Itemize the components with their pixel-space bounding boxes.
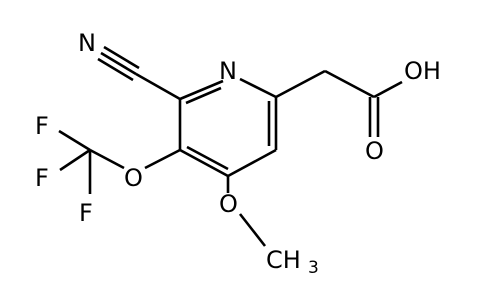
bond-cf3-f-top: [58, 129, 91, 152]
atom-o-carbonyl: O: [365, 137, 384, 165]
bond-c3-o: [144, 148, 181, 170]
atom-f-mid: F: [35, 164, 49, 192]
bond-c6-n: [239, 77, 277, 99]
atom-oh: OH: [404, 57, 441, 85]
atom-o-ether: O: [124, 164, 143, 192]
atom-n-ring: N: [219, 57, 237, 85]
bond-c3-c4: [179, 148, 229, 178]
bond-cf3-f-mid: [59, 148, 91, 172]
atom-f-bottom: F: [79, 199, 93, 227]
bond-cn-triple-2: [103, 45, 140, 70]
bond-c4-c5: [227, 148, 277, 178]
bond-c2-cn: [135, 72, 181, 101]
bond-o-cf3: [89, 148, 125, 170]
atom-n-nitrile: N: [78, 29, 96, 57]
bond-cn-triple-1: [100, 51, 137, 76]
bond-n-c2-double: [185, 86, 222, 105]
bond-c6-ch2: [275, 69, 326, 99]
bond-c3-c4-double: [186, 145, 229, 171]
atom-ch3: CH: [266, 246, 301, 274]
atom-ch3-subscript: 3: [308, 258, 319, 278]
bond-ch2-cooh: [324, 69, 375, 99]
atom-f-top: F: [35, 112, 49, 140]
bond-c-oh: [373, 80, 403, 99]
atom-o-methoxy: O: [219, 190, 238, 218]
bond-cn-triple-3: [97, 57, 134, 82]
bond-o-ch3: [238, 213, 267, 247]
bond-n-c2: [179, 79, 224, 101]
